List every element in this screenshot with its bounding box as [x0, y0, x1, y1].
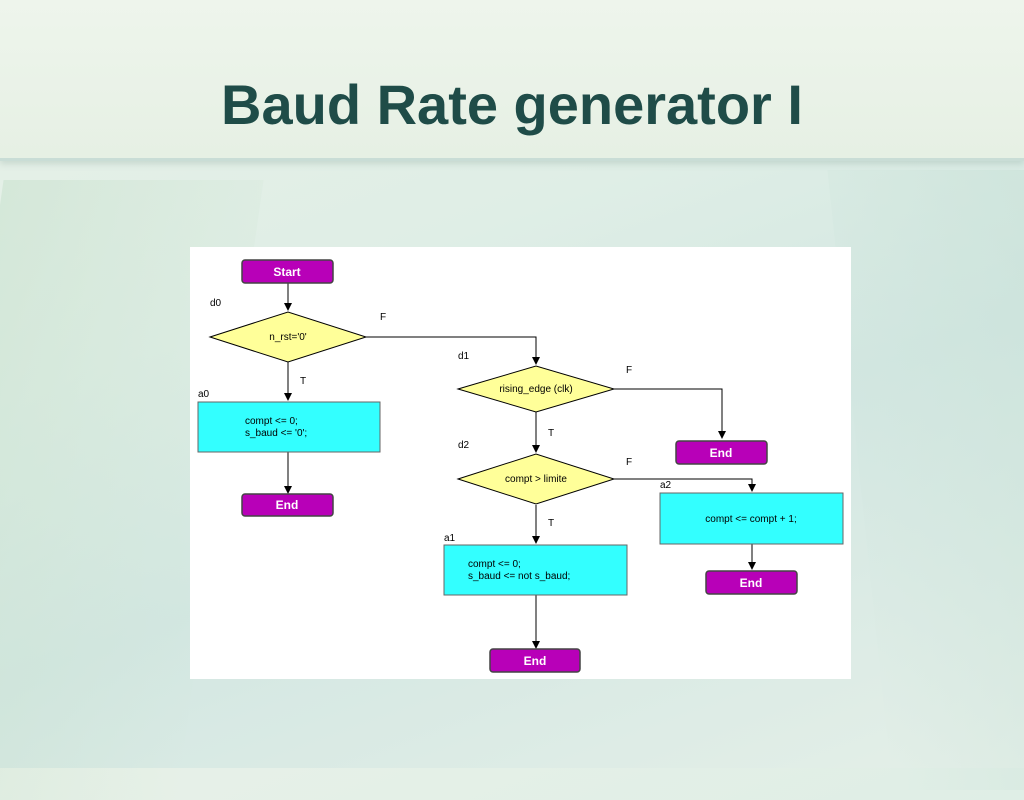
end-label-a1: End	[524, 654, 547, 668]
action-a1-line2: s_baud <= not s_baud;	[468, 571, 570, 582]
decision-d1: rising_edge (clk)	[456, 365, 616, 413]
flowchart-panel: Start d0 n_rst='0' F T a0 compt <= 0; s_…	[190, 247, 851, 679]
title-band	[0, 0, 1024, 161]
d2-true-label: T	[548, 518, 554, 529]
action-a1: compt <= 0; s_baud <= not s_baud;	[443, 544, 628, 596]
action-a2: compt <= compt + 1;	[659, 492, 844, 545]
action-a2-line1: compt <= compt + 1;	[705, 514, 796, 525]
end-terminal-a2: End	[705, 570, 798, 595]
action-a2-id: a2	[660, 480, 672, 491]
connector-d2-a2	[609, 478, 756, 492]
end-label-a0: End	[276, 498, 299, 512]
flowchart-svg: Start d0 n_rst='0' F T a0 compt <= 0; s_…	[197, 259, 844, 673]
decision-d2-id: d2	[458, 440, 470, 451]
connector-d1-end	[613, 388, 726, 439]
d1-true-label: T	[548, 428, 554, 439]
d1-false-label: F	[626, 365, 632, 376]
action-a1-line1: compt <= 0;	[468, 559, 521, 570]
decision-d2-label: compt > limite	[505, 474, 567, 485]
end-label-d1: End	[710, 446, 733, 460]
d0-false-label: F	[380, 312, 386, 323]
background-decoration-right	[827, 170, 1024, 790]
decision-d1-id: d1	[458, 351, 470, 362]
d2-false-label: F	[626, 457, 632, 468]
action-a1-id: a1	[444, 533, 456, 544]
end-label-a2: End	[740, 576, 763, 590]
decision-d0: n_rst='0'	[208, 311, 368, 363]
action-a0: compt <= 0; s_baud <= '0';	[197, 401, 381, 453]
connector-d0-d1	[364, 336, 540, 365]
action-a0-line1: compt <= 0;	[245, 416, 298, 427]
d0-true-label: T	[300, 376, 306, 387]
end-terminal-a0: End	[241, 493, 334, 517]
decision-d0-id: d0	[210, 298, 222, 309]
action-a0-line2: s_baud <= '0';	[245, 428, 307, 439]
decision-d2: compt > limite	[456, 453, 616, 505]
decision-d0-label: n_rst='0'	[269, 332, 307, 343]
start-terminal: Start	[241, 259, 334, 284]
decision-d1-label: rising_edge (clk)	[499, 384, 572, 395]
end-terminal-a1: End	[489, 648, 581, 673]
action-a0-id: a0	[198, 389, 210, 400]
end-terminal-d1: End	[675, 440, 768, 465]
slide-title: Baud Rate generator I	[221, 73, 803, 136]
start-label: Start	[273, 265, 300, 279]
connectors	[284, 283, 756, 649]
